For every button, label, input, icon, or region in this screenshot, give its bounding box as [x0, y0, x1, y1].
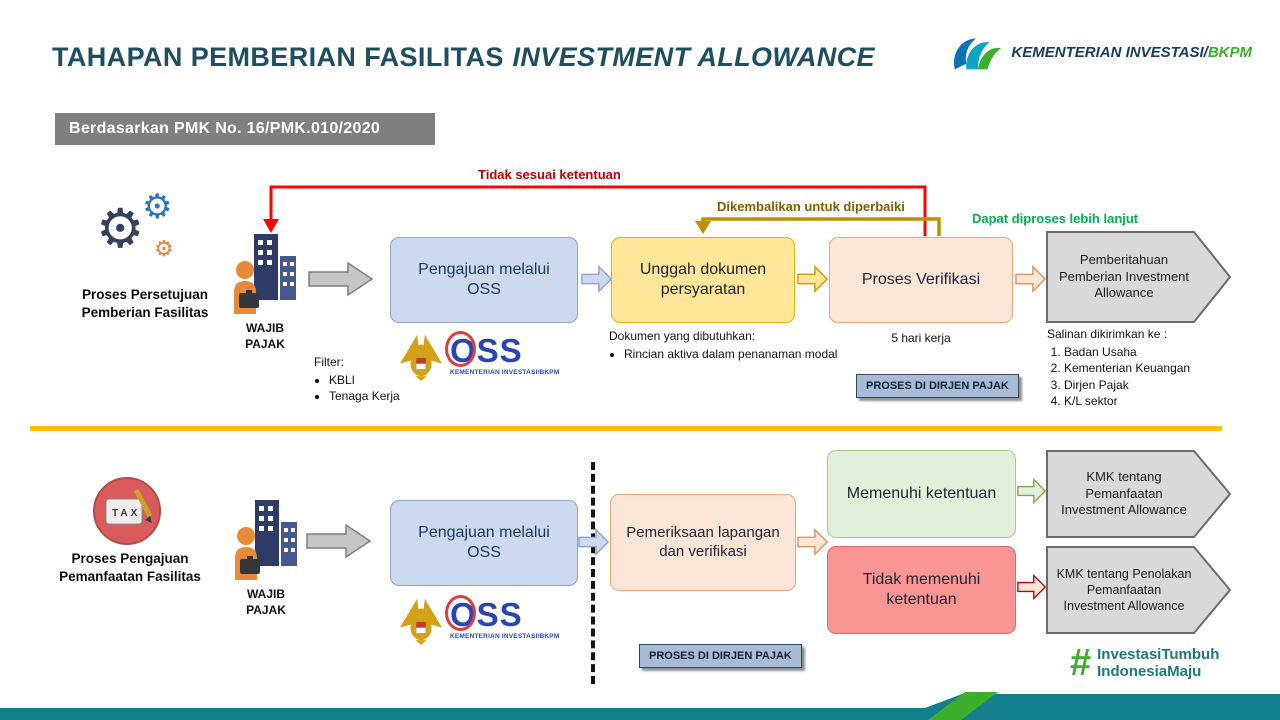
approval-section-label: Proses Persetujuan Pemberian Fasilitas	[81, 287, 209, 320]
ministry-logo: KEMENTERIAN INVESTASI/BKPM	[949, 30, 1252, 74]
copies-item: Kementerian Keuangan	[1064, 360, 1242, 376]
tax-icon-text: TAX	[112, 508, 140, 519]
oss-logo: OSS KEMENTERIAN INVESTASI/BKPM	[398, 592, 559, 646]
flow-arrow-icon	[1017, 573, 1047, 601]
step-pengajuan-oss-2: Pengajuan melalui OSS	[390, 500, 578, 586]
oss-logo: OSS KEMENTERIAN INVESTASI/BKPM	[398, 328, 559, 382]
ministry-name-bkpm: BKPM	[1207, 43, 1252, 61]
result-kmk-penolakan: KMK tentang Penolakan Pemanfaatan Invest…	[1046, 546, 1232, 634]
ministry-logo-text: KEMENTERIAN INVESTASI/BKPM	[1011, 44, 1252, 61]
utilization-section-label: Proses Pengajuan Pemanfaatan Fasilitas	[59, 551, 201, 584]
revise-feedback-label: Dikembalikan untuk diperbaiki	[717, 199, 905, 214]
reject-feedback-label: Tidak sesuai ketentuan	[478, 167, 621, 182]
page-title-italic: INVESTMENT ALLOWANCE	[512, 42, 875, 72]
docs-item: Rincian aktiva dalam penanaman modal	[624, 346, 859, 362]
filter-note: Filter: KBLI Tenaga Kerja	[314, 354, 434, 405]
pentagon-shape	[1046, 231, 1232, 323]
proceed-label: Dapat diproses lebih lanjut	[972, 211, 1139, 226]
result-pemberitahuan-text: Pemberitahuan Pemberian Investment Allow…	[1058, 251, 1190, 301]
outcome-tidak-memenuhi: Tidak memenuhi ketentuan	[827, 546, 1016, 634]
hashtag-line1: InvestasiTumbuh	[1097, 645, 1220, 663]
flow-arrow-icon	[306, 523, 372, 559]
result-kmk-penolakan-text: KMK tentang Penolakan Pemanfaatan Invest…	[1056, 566, 1192, 614]
pmk-reference-badge: Berdasarkan PMK No. 16/PMK.010/2020	[55, 113, 435, 145]
ministry-logo-icon	[954, 38, 1002, 70]
oss-wordmark: OSS	[445, 595, 523, 631]
filter-item: Tenaga Kerja	[329, 388, 434, 404]
taxpayer-label: WAJIB PAJAK	[246, 587, 286, 618]
page-title-main: TAHAPAN PEMBERIAN FASILITAS	[52, 42, 504, 72]
dirjen-pajak-badge: PROSES DI DIRJEN PAJAK	[856, 374, 1019, 398]
dirjen-pajak-badge: PROSES DI DIRJEN PAJAK	[639, 644, 802, 668]
page-title: TAHAPAN PEMBERIAN FASILITAS INVESTMENT AL…	[52, 42, 875, 73]
pentagon-shape	[1046, 450, 1232, 538]
docs-title: Dokumen yang dibutuhkan:	[609, 329, 756, 343]
hashtag-icon: #	[1070, 642, 1092, 684]
copies-note: Salinan dikirimkan ke : Badan Usaha Keme…	[1047, 326, 1242, 409]
taxpayer-icon	[234, 234, 296, 314]
result-kmk-pemanfaatan: KMK tentang Pemanfaatan Investment Allow…	[1046, 450, 1232, 538]
step-proses-verifikasi: Proses Verifikasi	[829, 237, 1013, 323]
flow-arrow-icon	[581, 265, 613, 293]
section-divider	[30, 426, 1222, 431]
process-boundary-dashed-line	[591, 462, 595, 684]
oss-oval-icon	[445, 595, 476, 631]
gears-icon: ⚙ ⚙ ⚙	[96, 188, 174, 261]
oss-wordmark: OSS	[445, 331, 523, 367]
copies-item: Badan Usaha	[1064, 344, 1242, 360]
result-pemberitahuan: Pemberitahuan Pemberian Investment Allow…	[1046, 231, 1232, 323]
bottom-ribbon	[0, 692, 1280, 720]
copies-item: Dirjen Pajak	[1064, 377, 1242, 393]
ministry-name: KEMENTERIAN INVESTASI/	[1011, 43, 1208, 61]
oss-subtext: KEMENTERIAN INVESTASI/BKPM	[450, 369, 560, 376]
flow-arrow-icon	[797, 528, 829, 556]
docs-note: Dokumen yang dibutuhkan: Rincian aktiva …	[609, 328, 859, 362]
hashtag-logo: # InvestasiTumbuh IndonesiaMaju	[1070, 644, 1219, 682]
filter-title: Filter:	[314, 355, 344, 369]
garuda-icon	[399, 334, 443, 381]
hashtag-line2: IndonesiaMaju	[1097, 663, 1202, 680]
step-pemeriksaan-lapangan: Pemeriksaan lapangan dan verifikasi	[610, 494, 796, 591]
tax-icon: TAX	[93, 477, 161, 545]
flow-arrow-icon	[1015, 265, 1047, 293]
flow-arrow-icon	[308, 261, 374, 297]
oss-subtext: KEMENTERIAN INVESTASI/BKPM	[450, 633, 560, 640]
flow-arrow-icon	[1017, 477, 1047, 505]
filter-item: KBLI	[329, 372, 434, 388]
copies-title: Salinan dikirimkan ke :	[1047, 327, 1168, 341]
step-unggah-dokumen: Unggah dokumen persyaratan	[611, 237, 795, 323]
step-pengajuan-oss: Pengajuan melalui OSS	[390, 237, 578, 323]
oss-oval-icon	[445, 331, 476, 367]
taxpayer-label: WAJIB PAJAK	[245, 321, 285, 352]
outcome-memenuhi: Memenuhi ketentuan	[827, 450, 1016, 538]
copies-item: K/L sektor	[1064, 393, 1242, 409]
taxpayer-icon	[235, 500, 297, 580]
duration-note: 5 hari kerja	[891, 331, 951, 345]
flow-arrow-icon	[578, 528, 610, 556]
garuda-icon	[399, 598, 443, 645]
flow-arrow-icon	[797, 265, 829, 293]
pentagon-shape	[1046, 546, 1232, 634]
result-kmk-pemanfaatan-text: KMK tentang Pemanfaatan Investment Allow…	[1061, 468, 1187, 518]
